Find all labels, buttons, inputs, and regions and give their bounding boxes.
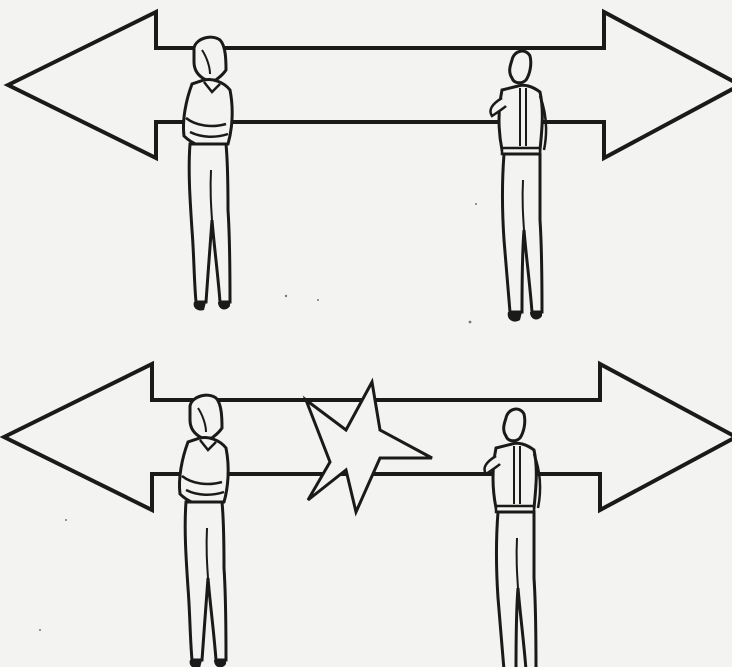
bottom-panel bbox=[4, 364, 732, 667]
top-panel bbox=[8, 12, 732, 322]
double-headed-arrow-icon bbox=[8, 12, 732, 158]
